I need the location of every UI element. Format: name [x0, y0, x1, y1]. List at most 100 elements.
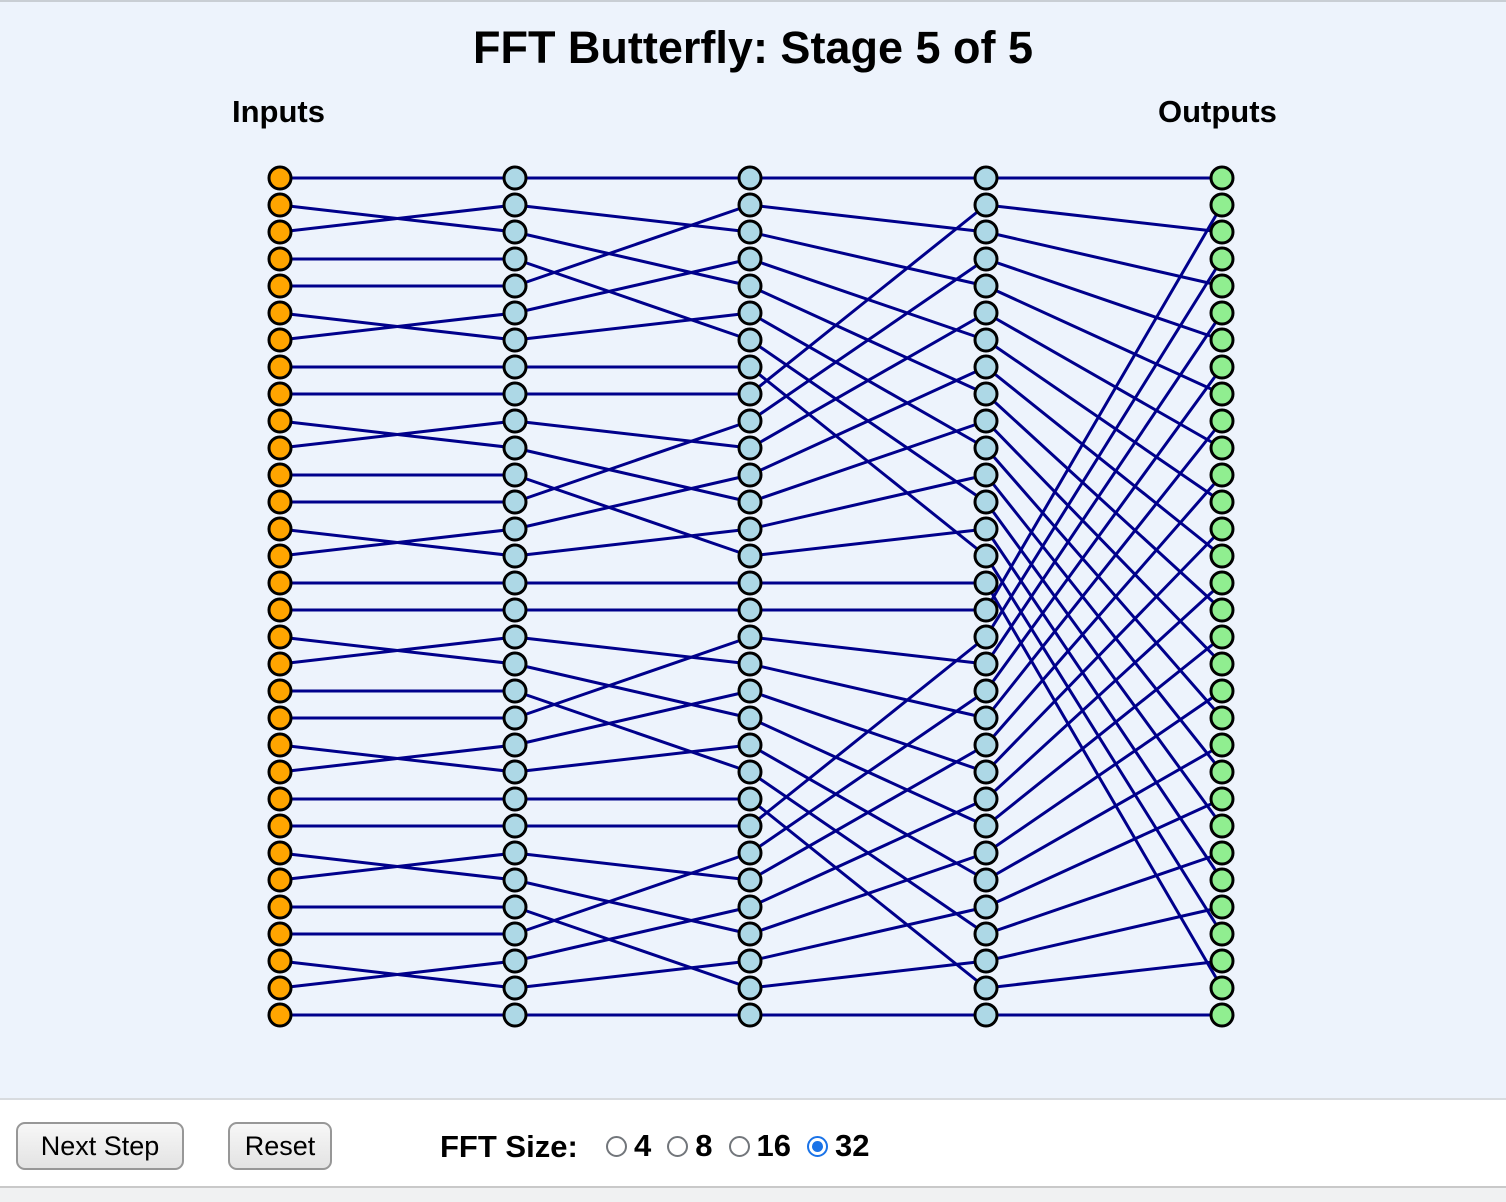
butterfly-edge	[749, 230, 987, 288]
intermediate-node	[737, 462, 763, 488]
butterfly-edge	[514, 905, 751, 963]
butterfly-edge	[749, 743, 987, 882]
butterfly-edge	[514, 203, 751, 234]
input-node	[267, 192, 293, 218]
butterfly-edge	[985, 851, 1223, 936]
fft-size-option-8[interactable]: 8	[667, 1128, 713, 1164]
fft-size-option-32[interactable]: 32	[806, 1128, 870, 1164]
input-node	[267, 597, 293, 623]
butterfly-edge	[985, 743, 1223, 882]
butterfly-edge	[984, 581, 1224, 801]
output-node	[1209, 354, 1235, 380]
radio-label: 4	[634, 1128, 652, 1163]
intermediate-node	[973, 975, 999, 1001]
next-step-button[interactable]: Next Step	[16, 1122, 184, 1170]
butterfly-edge	[749, 473, 987, 531]
butterfly-edge	[984, 474, 1224, 773]
intermediate-node	[737, 165, 763, 191]
intermediate-node	[973, 300, 999, 326]
intermediate-node	[737, 570, 763, 596]
intermediate-node	[737, 894, 763, 920]
radio-button-icon[interactable]	[806, 1135, 828, 1157]
toolbar: Next Step Reset	[0, 1100, 1506, 1186]
reset-button[interactable]: Reset	[228, 1122, 332, 1170]
intermediate-node	[737, 597, 763, 623]
intermediate-node	[973, 705, 999, 731]
butterfly-edge	[984, 527, 1224, 774]
radio-button-icon[interactable]	[667, 1135, 689, 1157]
butterfly-edge	[514, 230, 751, 288]
input-node	[267, 300, 293, 326]
intermediate-node	[973, 867, 999, 893]
input-node	[267, 1002, 293, 1028]
butterfly-edge	[514, 635, 751, 666]
intermediate-node	[502, 516, 528, 542]
butterfly-edge	[984, 447, 1224, 719]
intermediate-node	[737, 435, 763, 461]
intermediate-node	[737, 192, 763, 218]
output-node	[1209, 732, 1235, 758]
intermediate-node	[973, 894, 999, 920]
radio-button-icon[interactable]	[728, 1135, 750, 1157]
butterfly-edge	[514, 689, 751, 747]
butterfly-edge	[984, 474, 1224, 746]
outputs-column-label: Outputs	[1158, 94, 1277, 129]
intermediate-node	[502, 732, 528, 758]
intermediate-node	[973, 678, 999, 704]
butterfly-edge	[985, 338, 1223, 504]
butterfly-edge	[749, 527, 987, 558]
output-node	[1209, 192, 1235, 218]
output-node	[1209, 651, 1235, 677]
output-node	[1209, 786, 1235, 812]
butterfly-edge	[749, 203, 987, 396]
radio-label: 8	[695, 1128, 713, 1163]
fft-size-option-4[interactable]: 4	[606, 1128, 651, 1164]
butterfly-edge	[985, 203, 1223, 234]
intermediate-node	[502, 543, 528, 569]
butterfly-edge	[514, 959, 751, 990]
intermediate-node	[737, 300, 763, 326]
intermediate-node	[737, 840, 763, 866]
radio-button-icon[interactable]	[606, 1135, 627, 1157]
fft-size-option-16[interactable]: 16	[728, 1128, 791, 1164]
butterfly-edge	[984, 204, 1224, 611]
butterfly-edge	[985, 905, 1223, 963]
butterfly-edge	[279, 851, 516, 882]
input-node	[267, 354, 293, 380]
output-node	[1209, 948, 1235, 974]
butterfly-edge	[749, 662, 987, 720]
intermediate-node	[737, 786, 763, 812]
intermediate-node	[973, 489, 999, 515]
input-node	[267, 273, 293, 299]
intermediate-node	[502, 327, 528, 353]
butterfly-canvas-panel: FFT Butterfly: Stage 5 of 5 Inputs Outpu…	[0, 2, 1506, 1098]
intermediate-node	[737, 705, 763, 731]
output-node	[1209, 543, 1235, 569]
intermediate-node	[737, 921, 763, 947]
intermediate-node	[973, 948, 999, 974]
output-node	[1209, 435, 1235, 461]
butterfly-edge	[749, 203, 987, 234]
input-node	[267, 246, 293, 272]
intermediate-node	[737, 273, 763, 299]
butterfly-edge	[514, 635, 751, 720]
intermediate-node	[973, 435, 999, 461]
bottom-border-line	[0, 1186, 1506, 1188]
output-node	[1209, 489, 1235, 515]
intermediate-node	[973, 273, 999, 299]
intermediate-node	[973, 327, 999, 353]
input-node	[267, 840, 293, 866]
intermediate-node	[502, 813, 528, 839]
radio-dot-icon	[811, 1140, 823, 1152]
intermediate-node	[973, 192, 999, 218]
intermediate-node	[973, 840, 999, 866]
intermediate-node	[737, 381, 763, 407]
input-node	[267, 219, 293, 245]
butterfly-diagram	[267, 165, 1235, 1028]
intermediate-node	[973, 246, 999, 272]
butterfly-edge	[279, 311, 516, 342]
input-node	[267, 462, 293, 488]
input-node	[267, 381, 293, 407]
intermediate-node	[737, 354, 763, 380]
radio-label: 32	[834, 1128, 870, 1163]
